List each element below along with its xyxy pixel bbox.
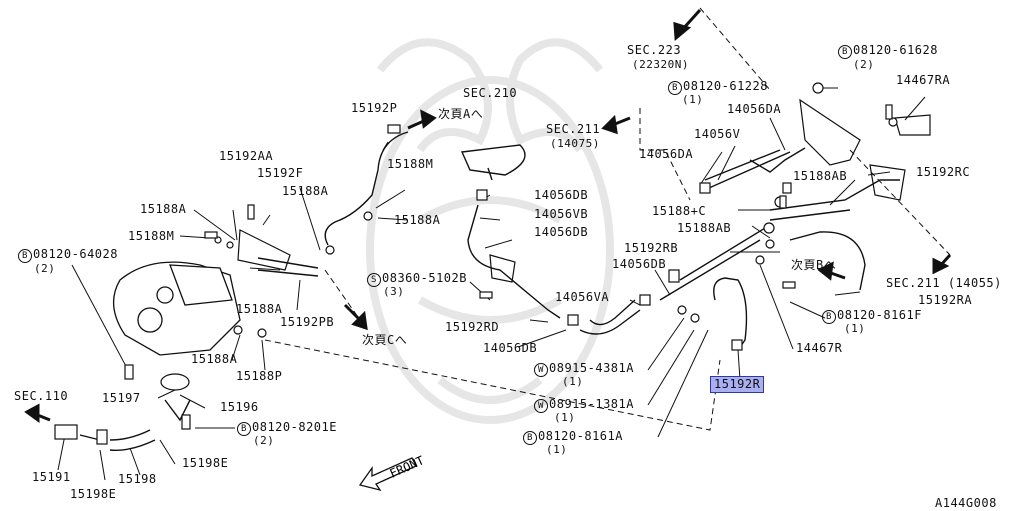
label-15188AB-a: 15188AB (793, 169, 848, 183)
direction-arrows (24, 8, 952, 423)
label-14056VA: 14056VA (555, 290, 610, 304)
label-15192R-highlight[interactable]: 15192R (710, 376, 765, 393)
bolt-marker: B (822, 310, 836, 324)
label-15188M-b: 15188M (128, 229, 175, 243)
label-15188P: 15188P (236, 369, 283, 383)
label-14056VB: 14056VB (534, 207, 589, 221)
fittings (54, 82, 898, 445)
label-08915-1381A-qty: (1) (554, 411, 576, 424)
label-sec210: SEC.210 (463, 86, 518, 100)
label-15196: 15196 (220, 400, 259, 414)
washer-marker: W (534, 399, 548, 413)
bracket-shapes (237, 98, 931, 283)
label-15188AB-b: 15188AB (677, 221, 732, 235)
bolt-marker: B (18, 249, 32, 263)
label-15198E-b: 15198E (70, 487, 117, 501)
label-08120-64028-qty: (2) (34, 262, 56, 275)
label-15192AA: 15192AA (219, 149, 274, 163)
label-14056DA-a: 14056DA (727, 102, 782, 116)
label-15188A-e: 15188A (191, 352, 238, 366)
label-14467R: 14467R (796, 341, 843, 355)
dashed-lines (184, 7, 951, 431)
label-15188A-d: 15188A (236, 302, 283, 316)
label-14056V: 14056V (694, 127, 741, 141)
label-14056DB-b: 14056DB (534, 225, 589, 239)
front-arrow-icon (358, 457, 417, 492)
bolt-marker: B (668, 81, 682, 95)
label-15197: 15197 (102, 391, 141, 405)
bolt-marker: B (523, 431, 537, 445)
label-15198: 15198 (118, 472, 157, 486)
label-08120-8161F-qty: (1) (844, 322, 866, 335)
washer-marker: W (534, 363, 548, 377)
label-08360-5102B-qty: (3) (383, 285, 405, 298)
label-sec211-a: SEC.211 (546, 122, 601, 136)
label-14056DA-b: 14056DA (639, 147, 694, 161)
label-08915-4381A-qty: (1) (562, 375, 584, 388)
label-15188A-b: 15188A (140, 202, 187, 216)
label-sec211-a-sub: (14075) (550, 137, 600, 150)
label-15191: 15191 (32, 470, 71, 484)
label-08120-8201E-qty: (2) (253, 434, 275, 447)
label-15198E-a: 15198E (182, 456, 229, 470)
label-15192RC: 15192RC (916, 165, 971, 179)
label-08120-61228-qty: (1) (682, 93, 704, 106)
watermark-emblem (366, 38, 614, 424)
label-14467RA: 14467RA (896, 73, 951, 87)
label-sec110: SEC.110 (14, 389, 69, 403)
label-15188A-a: 15188A (282, 184, 329, 198)
bolt-marker: B (838, 45, 852, 59)
label-15188A-c: 15188A (394, 213, 441, 227)
front-label: FRONT (388, 453, 427, 480)
label-14056DB-c: 14056DB (612, 257, 667, 271)
label-15192RA: 15192RA (918, 293, 973, 307)
label-15192F: 15192F (257, 166, 304, 180)
label-next-page-B: 次頁Bへ (791, 258, 837, 272)
label-sec223-sub: (22320N) (632, 58, 689, 71)
label-15188C: 15188+C (652, 204, 707, 218)
label-15192PB: 15192PB (280, 315, 335, 329)
label-14056DB-d: 14056DB (483, 341, 538, 355)
label-08120-61628-qty: (2) (853, 58, 875, 71)
bolt-marker: B (237, 422, 251, 436)
leader-lines (57, 87, 926, 481)
label-next-page-C: 次頁Cへ (362, 333, 408, 347)
label-15188M-a: 15188M (387, 157, 434, 171)
label-next-page-A: 次頁Aへ (438, 107, 484, 121)
turbocharger-housing (113, 261, 241, 356)
diagram-code: A144G008 (935, 496, 997, 510)
label-15192RB: 15192RB (624, 241, 679, 255)
label-15192RD: 15192RD (445, 320, 500, 334)
label-14056DB-a: 14056DB (534, 188, 589, 202)
label-08120-8161A-qty: (1) (546, 443, 568, 456)
label-sec223: SEC.223 (627, 43, 682, 57)
label-15192P: 15192P (351, 101, 398, 115)
hose-pipes (79, 131, 900, 451)
label-sec211-b: SEC.211 (14055) (886, 276, 1002, 290)
screw-marker: S (367, 273, 381, 287)
